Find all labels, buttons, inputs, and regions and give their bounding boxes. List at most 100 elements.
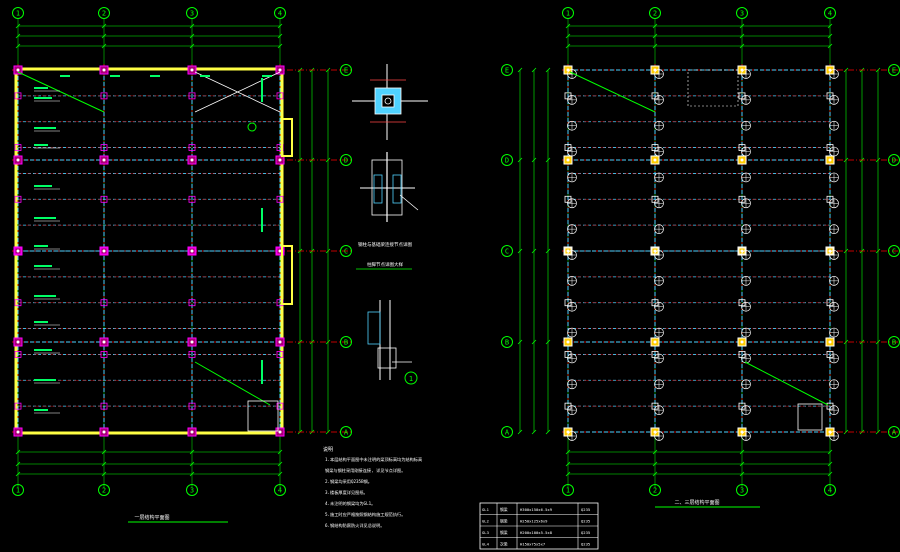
- secondary-column: [14, 144, 22, 151]
- anchor-bolt-circle: [654, 379, 664, 390]
- dimension-tick: [277, 461, 283, 467]
- anchor-bolt-circle: [654, 69, 664, 79]
- dimension-tick: [827, 43, 833, 49]
- dimension-tick: [15, 461, 21, 467]
- dimension-tick: [565, 43, 571, 49]
- table-cell: H200x100x5.5x8: [520, 530, 553, 535]
- column-center: [278, 340, 282, 344]
- secondary-column: [564, 195, 572, 203]
- axis-bubble: [562, 484, 574, 496]
- notes-lines: 1.本层结构平面图中未注明的梁顶标高均为结构标高 钢梁与钢柱采用刚接连接, 详见…: [325, 456, 422, 529]
- axis-bubble-label: B: [344, 339, 348, 347]
- column-center: [278, 430, 282, 434]
- secondary-column: [738, 92, 746, 100]
- secondary-column: [188, 195, 196, 203]
- column-center: [190, 158, 194, 162]
- axis-bubble: [501, 336, 513, 348]
- dimension-tick: [15, 471, 21, 477]
- axis-bubble: [824, 7, 836, 19]
- right-plan-anchor-circles: [567, 69, 839, 441]
- secondary-column: [651, 351, 659, 358]
- axis-bubble-label: 2: [102, 487, 106, 495]
- notes-line: 1.本层结构平面图中未注明的梁顶标高均为结构标高: [325, 456, 422, 463]
- secondary-column: [826, 402, 834, 410]
- anchor-bolt-circle: [829, 172, 839, 183]
- table-cell: 次梁: [500, 542, 508, 547]
- table-cell: 钢梁: [500, 519, 508, 524]
- secondary-column: [651, 402, 659, 410]
- anchor-bolt-circle: [829, 327, 839, 338]
- anchor-bolt-circle: [567, 69, 577, 79]
- axis-bubble-label: 4: [828, 10, 832, 18]
- anchor-bolt-circle: [741, 120, 751, 131]
- dimension-tick: [15, 23, 21, 29]
- secondary-column: [564, 299, 572, 307]
- column-center: [16, 249, 20, 253]
- anchor-bolt-circle: [829, 146, 839, 157]
- column-center: [278, 158, 282, 162]
- dimension-tick: [565, 23, 571, 29]
- axis-bubble: [649, 484, 661, 496]
- axis-bubble-label: 4: [828, 487, 832, 495]
- left-plan-side-bay-1: [281, 118, 293, 157]
- anchor-bolt-circle: [654, 250, 664, 260]
- anchor-bolt-circle: [829, 353, 839, 364]
- table-cell: GL1: [482, 507, 490, 512]
- dimension-tick: [277, 23, 283, 29]
- dimension-tick: [827, 33, 833, 39]
- anchor-bolt-circle: [567, 301, 577, 312]
- anchor-bolt-circle: [829, 250, 839, 260]
- secondary-column: [14, 247, 22, 255]
- anchor-bolt-circle: [741, 276, 751, 286]
- anchor-bolt-circle: [829, 69, 839, 79]
- axis-bubble-label: 3: [190, 10, 194, 18]
- axis-bubble-label: D: [892, 157, 896, 165]
- left-plan-beam-labels: [34, 75, 272, 414]
- axis-bubble: [12, 7, 24, 19]
- dimension-tick: [652, 23, 658, 29]
- axis-bubble-label: A: [892, 429, 897, 437]
- table-cell: H250x125x6x9: [520, 519, 548, 524]
- anchor-bolt-circle: [829, 301, 839, 312]
- column-center: [278, 249, 282, 253]
- dimension-tick: [531, 67, 537, 73]
- dimension-tick: [517, 339, 523, 345]
- anchor-bolt-circle: [741, 301, 751, 312]
- table-cell: H300x150x6.5x9: [520, 507, 553, 512]
- anchor-bolt-circle: [567, 198, 577, 209]
- notes-line: 2.钢梁均采用Q235B钢。: [325, 478, 372, 485]
- axis-bubble: [501, 154, 513, 166]
- table-cell: H150x75x5x7: [520, 542, 545, 547]
- dimension-tick: [189, 43, 195, 49]
- anchor-bolt-circle: [654, 327, 664, 338]
- secondary-column: [276, 351, 284, 358]
- beam-column-elevation-detail: [360, 152, 419, 222]
- dimension-tick: [545, 429, 551, 435]
- dimension-tick: [189, 23, 195, 29]
- axis-bubble: [98, 484, 110, 496]
- secondary-column: [738, 402, 746, 410]
- anchor-bolt-circle: [741, 431, 751, 441]
- dimension-tick: [545, 157, 551, 163]
- dimension-tick: [101, 23, 107, 29]
- anchor-bolt-circle: [654, 172, 664, 183]
- axis-bubble: [562, 7, 574, 19]
- left-plan-title: 一层结构平面图: [134, 514, 169, 521]
- anchor-bolt-circle: [567, 172, 577, 183]
- anchor-bolt-circle: [654, 276, 664, 286]
- dimension-tick: [827, 449, 833, 455]
- column-center: [566, 158, 570, 162]
- anchor-bolt-circle: [654, 95, 664, 105]
- secondary-column: [14, 299, 22, 307]
- secondary-column: [14, 195, 22, 203]
- axis-bubble-label: 1: [566, 10, 570, 18]
- secondary-column: [100, 92, 108, 100]
- axis-bubble: [340, 336, 352, 348]
- connection-details: 钢柱与基础梁连接节点详图 柱脚节点详图大样 1: [352, 64, 428, 385]
- anchor-bolt-circle: [741, 198, 751, 209]
- secondary-column: [826, 92, 834, 100]
- column-center: [653, 158, 657, 162]
- anchor-bolt-circle: [741, 95, 751, 105]
